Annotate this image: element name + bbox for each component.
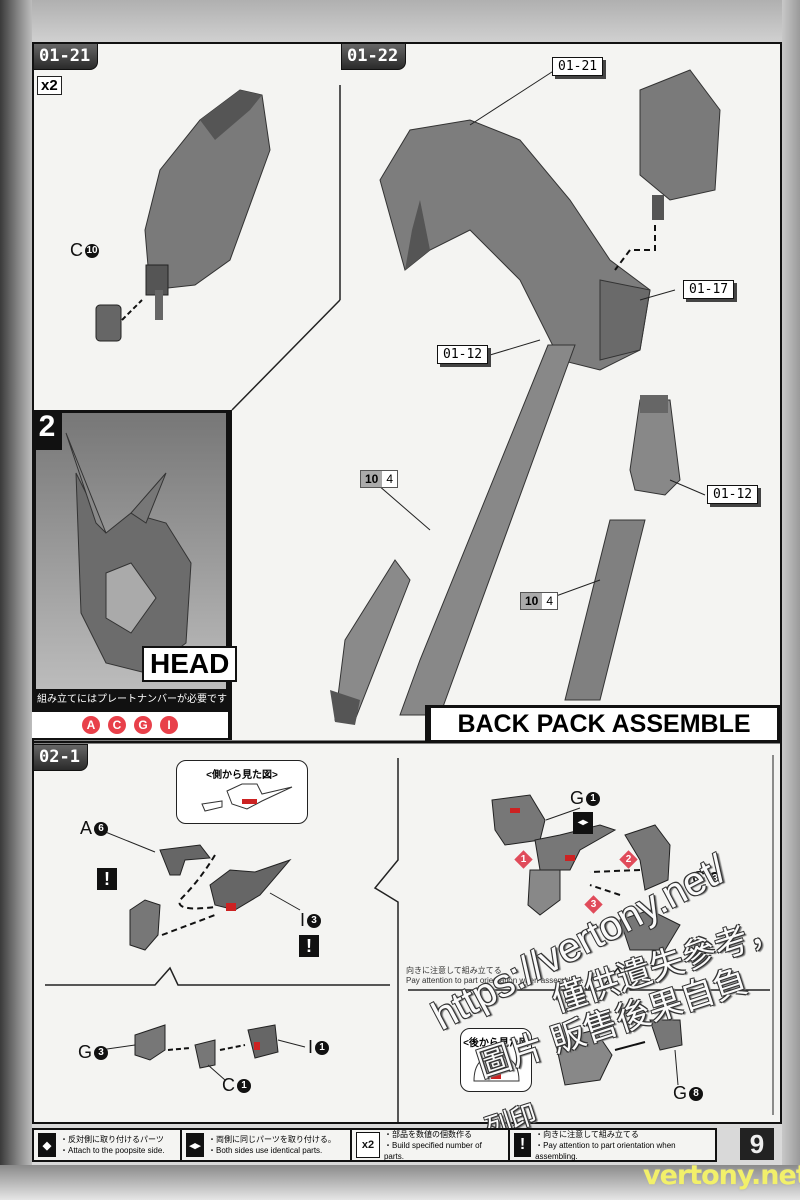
scan-background-left: [0, 0, 32, 1200]
caution-icon: !: [299, 935, 319, 957]
part-label-i1: I 1: [308, 1037, 330, 1058]
part-letter: A: [80, 818, 93, 838]
part-head-assembly-right: [491, 794, 683, 1086]
runner-code: 10: [361, 471, 383, 487]
head-icon: [65, 432, 192, 674]
runner-g: G: [134, 716, 152, 734]
runner-list: A C G I: [32, 712, 228, 738]
part-label-c10: C 10: [70, 240, 99, 261]
legend-item-opposite: ◆ ・反対側に取り付けるパーツ・Attach to the poopsite s…: [34, 1130, 180, 1160]
part-number: 3: [708, 871, 723, 886]
head-section-box: 2 HEAD 組み立てにはプレートナンバーが必要です A C G I: [32, 410, 238, 740]
opposite-side-icon: ◆: [38, 1133, 56, 1157]
legend-jp: ・反対側に取り付けるパーツ: [60, 1135, 164, 1144]
note-jp: 向きに注意して組み立てる: [406, 966, 502, 975]
legend-en: ・Both sides use identical parts.: [208, 1146, 323, 1155]
part-letter: C: [70, 240, 83, 260]
part-letter: G: [673, 1083, 688, 1103]
part-label-a6: A 6: [80, 818, 109, 839]
part-number: 8: [689, 1086, 704, 1101]
part-number: 10: [85, 243, 99, 258]
caution-icon: !: [514, 1133, 532, 1157]
rear-view-bubble: <後から見た図>: [460, 1028, 532, 1092]
side-view-part-icon: [201, 783, 293, 812]
part-letter: I: [300, 910, 306, 930]
multiplier-icon: x2: [356, 1132, 380, 1158]
part-label-g3: G 3: [78, 1042, 109, 1063]
legend-jp: ・両側に同じパーツを取り付ける。: [208, 1135, 336, 1144]
part-letter: G: [78, 1042, 93, 1062]
back-pack-assemble-banner: BACK PACK ASSEMBLE: [425, 705, 780, 743]
runner-a: A: [82, 716, 100, 734]
part-label-g3-right: G 3: [692, 868, 723, 889]
legend-jp: ・部品を数値の個数作る: [383, 1129, 472, 1139]
runner-number: 4: [546, 594, 554, 608]
legend-item-both-sides: ◂▸ ・両側に同じパーツを取り付ける。・Both sides use ident…: [182, 1130, 350, 1160]
note-en: Pay attention to part orientation when a…: [406, 976, 584, 985]
page-number: 9: [740, 1128, 774, 1160]
scan-background-top: [0, 0, 800, 42]
legend-en: ・Pay attention to part orientation when …: [535, 1140, 676, 1161]
symbol-legend: ◆ ・反対側に取り付けるパーツ・Attach to the poopsite s…: [32, 1128, 717, 1162]
part-label-g1: G 1: [570, 788, 601, 809]
part-armor-01-21: [95, 89, 271, 342]
runner-code: 10: [521, 593, 543, 609]
callout-01-12-lower: 01-12: [707, 485, 759, 504]
step-number: 1: [520, 854, 527, 865]
part-label-i3: I 3: [300, 910, 322, 931]
step-label-02-1: 02-1: [33, 744, 88, 771]
callout-01-21: 01-21: [552, 57, 604, 76]
watermark-site: vertony.net: [643, 1160, 800, 1191]
part-number: 3: [307, 913, 322, 928]
both-sides-icon: ◂▸: [186, 1133, 204, 1157]
legend-en: ・Attach to the poopsite side.: [60, 1146, 165, 1155]
callout-01-12: 01-12: [437, 345, 489, 364]
part-number: 1: [586, 791, 601, 806]
part-backpack: [330, 69, 721, 725]
orientation-note: 向きに注意して組み立てる Pay attention to part orien…: [406, 966, 583, 986]
part-letter: I: [308, 1037, 314, 1057]
legend-item-caution: ! ・向きに注意して組み立てる・Pay attention to part or…: [510, 1129, 715, 1161]
part-number: 3: [94, 1045, 109, 1060]
runner-tag: 10 4: [520, 592, 559, 610]
plate-number-note: 組み立てにはプレートナンバーが必要です: [37, 694, 227, 705]
step-number: 2: [625, 854, 632, 865]
banner-title: BACK PACK ASSEMBLE: [431, 708, 777, 740]
part-label-c1: C 1: [222, 1075, 251, 1096]
part-letter: G: [692, 868, 707, 888]
runner-tag: 10 4: [360, 470, 399, 488]
part-letter: G: [570, 788, 585, 808]
caution-icon: !: [97, 868, 117, 890]
step-label-01-21: 01-21: [33, 43, 99, 70]
legend-item-multiplier: x2 ・部品を数値の個数作る・Build specified number of…: [352, 1129, 508, 1161]
bubble-title: <側から見た図>: [206, 770, 278, 781]
bubble-title: <後から見た図>: [463, 1038, 529, 1060]
multiplier-badge: x2: [37, 76, 62, 95]
runner-i: I: [160, 716, 178, 734]
callout-01-17: 01-17: [683, 280, 735, 299]
part-number: 6: [94, 821, 109, 836]
part-number: 1: [237, 1078, 251, 1093]
legend-en: ・Build specified number of parts.: [383, 1140, 482, 1161]
part-number: 1: [315, 1040, 330, 1055]
scan-background-right: [782, 0, 800, 1200]
step-number: 2: [32, 410, 62, 450]
assembly-step-2: 2: [619, 850, 638, 869]
part-label-g8: G 8: [673, 1083, 704, 1104]
part-head-assembly-left: [97, 828, 306, 1081]
legend-jp: ・向きに注意して組み立てる: [535, 1129, 639, 1139]
head-illustration: [36, 413, 226, 689]
head-title: HEAD: [142, 646, 238, 682]
assembly-step-1: 1: [514, 850, 533, 869]
runner-number: 4: [386, 472, 394, 486]
part-letter: C: [222, 1075, 235, 1095]
both-sides-icon: ◂▸: [573, 812, 593, 834]
rear-view-part-icon: [473, 1055, 520, 1082]
step-label-01-22: 01-22: [341, 43, 407, 70]
side-view-bubble: <側から見た図>: [176, 760, 308, 824]
scan-background-bottom: [0, 1165, 800, 1200]
runner-c: C: [108, 716, 126, 734]
